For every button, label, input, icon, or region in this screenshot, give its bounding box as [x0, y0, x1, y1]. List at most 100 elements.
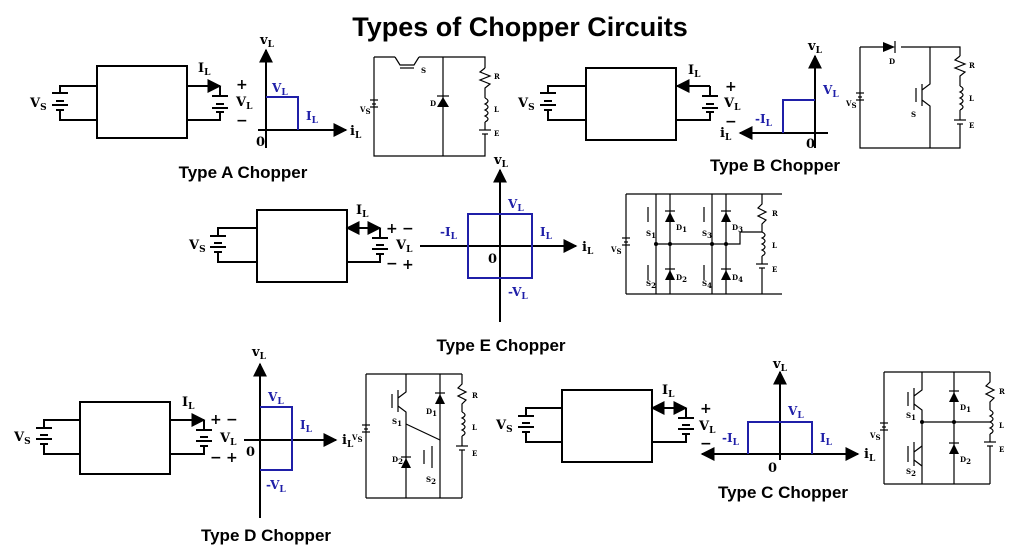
vs-label: VS: [13, 430, 31, 447]
type-a-caption: Type A Chopper: [179, 163, 308, 182]
axis-v-label: vL: [259, 33, 275, 50]
type-d-block-diagram: VS IL + − VL − +: [13, 395, 238, 475]
chopper-box: [256, 209, 348, 283]
s1-label: S1: [906, 411, 916, 422]
origin-label: 0: [256, 135, 265, 150]
vs-label: VS: [188, 238, 206, 255]
origin-label: 0: [768, 461, 777, 476]
minus-sign: −: [402, 221, 414, 237]
r-label: R: [969, 61, 975, 70]
minus-sign: −: [210, 450, 222, 466]
neg-vl-quadrant-label: -VL: [508, 285, 528, 302]
minus-sign: −: [386, 256, 398, 272]
d4-label: D4: [732, 273, 743, 284]
type-c-block-diagram: VS IL + VL −: [495, 383, 716, 463]
vl-quadrant-label: VL: [267, 390, 284, 407]
vs-label: VS: [517, 96, 535, 113]
plus-sign: +: [210, 412, 222, 428]
vl-quadrant-label: VL: [822, 83, 839, 100]
il-label: IL: [356, 203, 369, 220]
type-d-chopper: VS IL + − VL − + vL iL 0 VL IL -VL VS: [13, 345, 478, 545]
axis-i-label: iL: [864, 447, 876, 464]
axis-i-label: iL: [350, 124, 362, 141]
vl-quadrant-label: VL: [507, 197, 524, 214]
type-a-quadrant-plot: vL iL 0 VL IL: [256, 33, 362, 150]
type-e-chopper: VS IL + − VL − + vL iL 0 VL IL -IL -VL V…: [188, 153, 782, 355]
type-e-block-diagram: VS IL + − VL − +: [188, 203, 414, 283]
vs-small-label: VS: [610, 245, 622, 256]
vl-quadrant-label: VL: [271, 81, 288, 98]
il-label: IL: [688, 63, 701, 80]
il-quadrant-label: IL: [540, 225, 553, 242]
l-label: L: [999, 421, 1004, 430]
type-e-quadrant-plot: vL iL 0 VL IL -IL -VL: [420, 153, 594, 322]
type-c-quadrant-plot: vL iL 0 VL IL -IL: [700, 357, 876, 476]
axis-v-label: vL: [251, 345, 267, 362]
s3-label: S3: [702, 229, 712, 240]
s2-label: S2: [906, 467, 916, 478]
vl-label: VL: [723, 96, 741, 113]
d1-label: D1: [676, 223, 687, 234]
type-a-block-diagram: VS IL + VL −: [29, 61, 253, 139]
axis-v-label: vL: [493, 153, 509, 170]
il-label: IL: [182, 395, 195, 412]
r-label: R: [472, 391, 478, 400]
diode-d-label: D: [430, 99, 436, 108]
chopper-box: [79, 401, 171, 475]
l-label: L: [772, 241, 777, 250]
type-e-circuit: VS S1 D1 S2 D2 S3 D3 S4 D4: [610, 193, 782, 295]
type-d-quadrant-plot: vL iL 0 VL IL -VL: [244, 345, 354, 518]
vl-label: VL: [395, 238, 413, 255]
type-d-caption: Type D Chopper: [201, 526, 331, 545]
il-quadrant-label: IL: [300, 418, 313, 435]
r-label: R: [772, 209, 778, 218]
chopper-box: [585, 67, 677, 141]
neg-vl-quadrant-label: -VL: [266, 478, 286, 495]
neg-il-quadrant-label: -IL: [440, 225, 458, 242]
type-c-chopper: VS IL + VL − vL iL 0 VL IL -IL VS: [495, 357, 1005, 502]
e-label: E: [772, 265, 777, 274]
il-quadrant-label: IL: [820, 431, 833, 448]
d1-label: D1: [960, 403, 971, 414]
d2-label: D2: [676, 273, 687, 284]
l-label: L: [969, 94, 974, 103]
origin-label: 0: [806, 137, 815, 152]
type-b-chopper: VS IL + VL − vL iL 0 VL -IL D VS: [517, 39, 975, 175]
e-label: E: [472, 449, 477, 458]
page-title: Types of Chopper Circuits: [352, 12, 688, 42]
vs-small-label: VS: [351, 433, 363, 444]
type-b-caption: Type B Chopper: [710, 156, 840, 175]
neg-il-quadrant-label: -IL: [755, 112, 773, 129]
l-label: L: [494, 105, 499, 114]
minus-sign: −: [236, 113, 248, 129]
d2-label: D2: [392, 455, 403, 466]
s2-label: S2: [426, 475, 436, 486]
plus-sign: +: [236, 77, 248, 93]
origin-label: 0: [246, 445, 255, 460]
vs-label: VS: [495, 418, 513, 435]
vs-label: VS: [29, 96, 47, 113]
chopper-box: [561, 389, 653, 463]
neg-il-quadrant-label: -IL: [722, 431, 740, 448]
type-b-quadrant-plot: vL iL 0 VL -IL: [720, 39, 839, 152]
vl-label: VL: [235, 95, 253, 112]
vs-small-label: VS: [845, 99, 857, 110]
minus-sign: −: [700, 436, 712, 452]
vl-label: VL: [698, 419, 716, 436]
plus-sign: +: [700, 401, 712, 417]
axis-v-label: vL: [807, 39, 823, 56]
vs-small-label: VS: [359, 105, 371, 116]
plus-sign: +: [386, 221, 398, 237]
chopper-box: [96, 65, 188, 139]
s2-label: S2: [646, 279, 656, 290]
axis-i-label: iL: [342, 433, 354, 450]
plus-sign: +: [725, 79, 737, 95]
s1-label: S1: [392, 417, 402, 428]
r-label: R: [494, 72, 500, 81]
e-label: E: [969, 121, 974, 130]
type-a-chopper: VS IL + VL − vL iL 0 VL IL S D: [29, 33, 500, 182]
il-quadrant-label: IL: [306, 109, 319, 126]
d2-label: D2: [960, 455, 971, 466]
plus-sign: +: [402, 257, 414, 273]
